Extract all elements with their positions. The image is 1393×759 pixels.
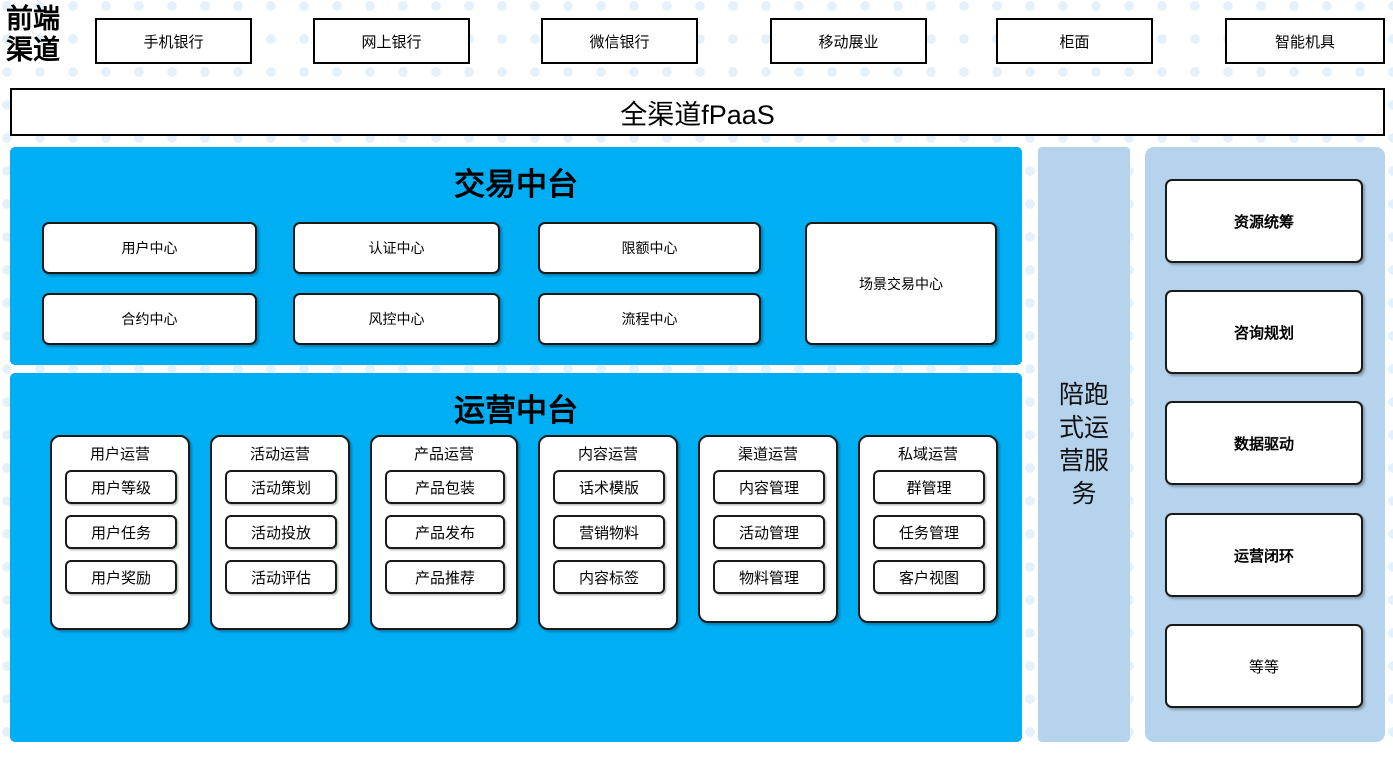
fpaas-label: 全渠道fPaaS <box>620 99 775 130</box>
capability-card-2[interactable]: 数据驱动 <box>1165 401 1363 485</box>
capability-panel: 资源统筹咨询规划数据驱动运营闭环等等 <box>1145 147 1385 742</box>
capability-card-0[interactable]: 资源统筹 <box>1165 179 1363 263</box>
trade-center-card-label: 认证中心 <box>368 240 425 256</box>
ops-center-panel: 运营中台 数据分析 行为分析活动分析权益分析效能分析 用户运营用户等级用户任务用… <box>10 373 1022 742</box>
trade-center-card-label: 用户中心 <box>121 240 178 256</box>
ops-item-label: 营销物料 <box>578 524 639 542</box>
capability-card-label: 咨询规划 <box>1233 324 1294 342</box>
ops-item-0-1[interactable]: 用户任务 <box>65 515 177 549</box>
ops-column-title: 用户运营 <box>89 446 150 463</box>
ops-item-label: 内容标签 <box>578 569 639 587</box>
trade-center-title: 交易中台 <box>454 167 578 202</box>
ops-item-label: 活动管理 <box>738 524 799 542</box>
channel-box-label: 柜面 <box>1059 33 1090 51</box>
trade-center-card-4[interactable]: 风控中心 <box>293 293 500 345</box>
ops-column-0: 用户运营用户等级用户任务用户奖励 <box>50 435 190 630</box>
ops-item-1-1[interactable]: 活动投放 <box>225 515 337 549</box>
service-strip-label: 陪跑式运营服务 <box>1058 380 1109 508</box>
capability-card-4[interactable]: 等等 <box>1165 624 1363 708</box>
ops-item-label: 产品包装 <box>414 479 475 497</box>
front-channel-row: 前端渠道 手机银行 网上银行 微信银行 移动展业 柜面 智能机具 <box>0 0 1393 80</box>
ops-item-3-2[interactable]: 内容标签 <box>553 560 665 594</box>
trade-center-card-5[interactable]: 流程中心 <box>538 293 761 345</box>
channel-box-3[interactable]: 移动展业 <box>770 18 927 64</box>
ops-item-label: 用户等级 <box>90 479 151 497</box>
ops-column-5: 私域运营群管理任务管理客户视图 <box>858 435 998 623</box>
ops-column-title: 渠道运营 <box>737 446 798 463</box>
ops-item-label: 活动评估 <box>250 569 311 587</box>
channel-box-label: 移动展业 <box>818 33 879 51</box>
fpaas-bar: 全渠道fPaaS <box>10 88 1385 136</box>
ops-item-label: 客户视图 <box>898 569 959 587</box>
trade-center-card-label: 场景交易中心 <box>859 275 943 292</box>
ops-item-3-1[interactable]: 营销物料 <box>553 515 665 549</box>
trade-center-card-label: 限额中心 <box>621 240 678 256</box>
ops-item-4-0[interactable]: 内容管理 <box>713 470 825 504</box>
ops-item-4-2[interactable]: 物料管理 <box>713 560 825 594</box>
trade-center-card-label: 风控中心 <box>368 311 425 327</box>
ops-item-label: 用户奖励 <box>90 569 151 587</box>
capability-card-label: 数据驱动 <box>1233 435 1294 453</box>
ops-item-label: 话术模版 <box>578 479 639 497</box>
ops-item-4-1[interactable]: 活动管理 <box>713 515 825 549</box>
trade-center-card-label: 流程中心 <box>621 311 678 327</box>
capability-card-label: 等等 <box>1248 658 1279 676</box>
ops-item-2-0[interactable]: 产品包装 <box>385 470 505 504</box>
ops-item-5-0[interactable]: 群管理 <box>873 470 985 504</box>
capability-card-3[interactable]: 运营闭环 <box>1165 513 1363 597</box>
ops-item-label: 用户任务 <box>90 524 151 542</box>
ops-column-4: 渠道运营内容管理活动管理物料管理 <box>698 435 838 623</box>
ops-item-5-1[interactable]: 任务管理 <box>873 515 985 549</box>
ops-item-label: 活动投放 <box>250 524 311 542</box>
ops-item-label: 群管理 <box>906 479 952 497</box>
front-channel-label: 前端渠道 <box>6 4 60 65</box>
channel-box-1[interactable]: 网上银行 <box>313 18 470 64</box>
ops-column-3: 内容运营话术模版营销物料内容标签 <box>538 435 678 630</box>
trade-center-card-2[interactable]: 限额中心 <box>538 222 761 274</box>
service-strip: 陪跑式运营服务 <box>1038 147 1130 742</box>
ops-item-label: 物料管理 <box>738 569 799 587</box>
ops-item-2-2[interactable]: 产品推荐 <box>385 560 505 594</box>
ops-center-title: 运营中台 <box>454 393 578 428</box>
channel-box-0[interactable]: 手机银行 <box>95 18 252 64</box>
channel-box-4[interactable]: 柜面 <box>996 18 1153 64</box>
ops-item-label: 内容管理 <box>738 479 799 497</box>
channel-box-2[interactable]: 微信银行 <box>541 18 698 64</box>
ops-item-1-2[interactable]: 活动评估 <box>225 560 337 594</box>
ops-item-0-0[interactable]: 用户等级 <box>65 470 177 504</box>
ops-item-label: 任务管理 <box>898 524 959 542</box>
channel-box-label: 微信银行 <box>589 33 650 51</box>
capability-card-label: 运营闭环 <box>1233 547 1294 565</box>
trade-center-panel: 交易中台 用户中心 认证中心 限额中心合约中心 风控中心 流程中心 场景交易中心 <box>10 147 1022 365</box>
trade-center-card-label: 合约中心 <box>121 311 178 327</box>
ops-column-title: 产品运营 <box>413 446 474 463</box>
capability-card-label: 资源统筹 <box>1233 213 1294 231</box>
capability-card-1[interactable]: 咨询规划 <box>1165 290 1363 374</box>
channel-box-label: 网上银行 <box>361 33 422 51</box>
ops-column-title: 私域运营 <box>897 446 958 463</box>
channel-box-label: 手机银行 <box>143 33 204 51</box>
channel-box-label: 智能机具 <box>1274 33 1335 51</box>
channel-box-5[interactable]: 智能机具 <box>1225 18 1385 64</box>
ops-column-title: 内容运营 <box>577 446 638 463</box>
ops-column-2: 产品运营产品包装产品发布产品推荐 <box>370 435 518 630</box>
ops-item-0-2[interactable]: 用户奖励 <box>65 560 177 594</box>
trade-center-card-1[interactable]: 认证中心 <box>293 222 500 274</box>
ops-item-1-0[interactable]: 活动策划 <box>225 470 337 504</box>
ops-column-1: 活动运营活动策划活动投放活动评估 <box>210 435 350 630</box>
trade-center-card-0[interactable]: 用户中心 <box>42 222 257 274</box>
ops-item-label: 活动策划 <box>250 479 311 497</box>
ops-column-title: 活动运营 <box>249 446 310 463</box>
trade-center-card-6[interactable]: 场景交易中心 <box>805 222 997 345</box>
ops-item-3-0[interactable]: 话术模版 <box>553 470 665 504</box>
trade-center-card-3[interactable]: 合约中心 <box>42 293 257 345</box>
ops-item-label: 产品发布 <box>414 524 475 542</box>
ops-item-label: 产品推荐 <box>414 569 475 587</box>
ops-item-5-2[interactable]: 客户视图 <box>873 560 985 594</box>
ops-item-2-1[interactable]: 产品发布 <box>385 515 505 549</box>
